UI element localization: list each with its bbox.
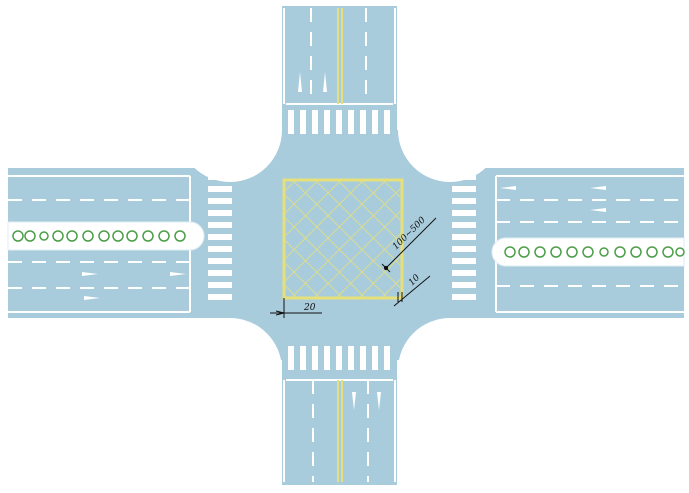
curb-nw xyxy=(178,78,282,182)
south-lane-markings xyxy=(283,379,396,482)
arrow-north-2 xyxy=(323,72,327,92)
arrow-south-2 xyxy=(377,392,381,410)
curb-sw xyxy=(178,318,282,422)
south-center-line xyxy=(337,380,343,482)
arrow-north-1 xyxy=(298,72,302,92)
curb-corners xyxy=(178,78,502,422)
median-west xyxy=(7,221,205,251)
crosswalk-south xyxy=(288,346,390,370)
curb-se xyxy=(398,318,502,422)
arrow-west-2 xyxy=(84,296,100,300)
south-arrows xyxy=(352,392,381,410)
arrow-east-2 xyxy=(590,208,606,212)
median-east-shrubs xyxy=(504,246,685,258)
west-arrows xyxy=(82,272,186,300)
dim-label-crosswalk-offset: 20 xyxy=(303,303,316,313)
crosswalk-west xyxy=(208,174,232,300)
arrow-south-1 xyxy=(352,392,356,410)
curb-ne xyxy=(398,78,502,182)
median-east xyxy=(491,237,685,267)
dimension-crosswalk-offset: 20 xyxy=(270,298,322,318)
north-arrows xyxy=(298,72,327,92)
median-west-shrubs xyxy=(12,230,186,242)
arrow-east-3 xyxy=(500,186,516,190)
crosswalk-north xyxy=(288,110,390,134)
yellow-grid-box xyxy=(282,178,404,300)
arrow-west-3 xyxy=(170,272,186,276)
arrow-east-1 xyxy=(590,186,606,190)
north-center-line xyxy=(337,8,343,104)
north-lane-markings xyxy=(283,8,396,105)
arrow-west-1 xyxy=(82,272,98,276)
crosswalk-east xyxy=(452,174,476,300)
east-arrows xyxy=(500,186,606,212)
